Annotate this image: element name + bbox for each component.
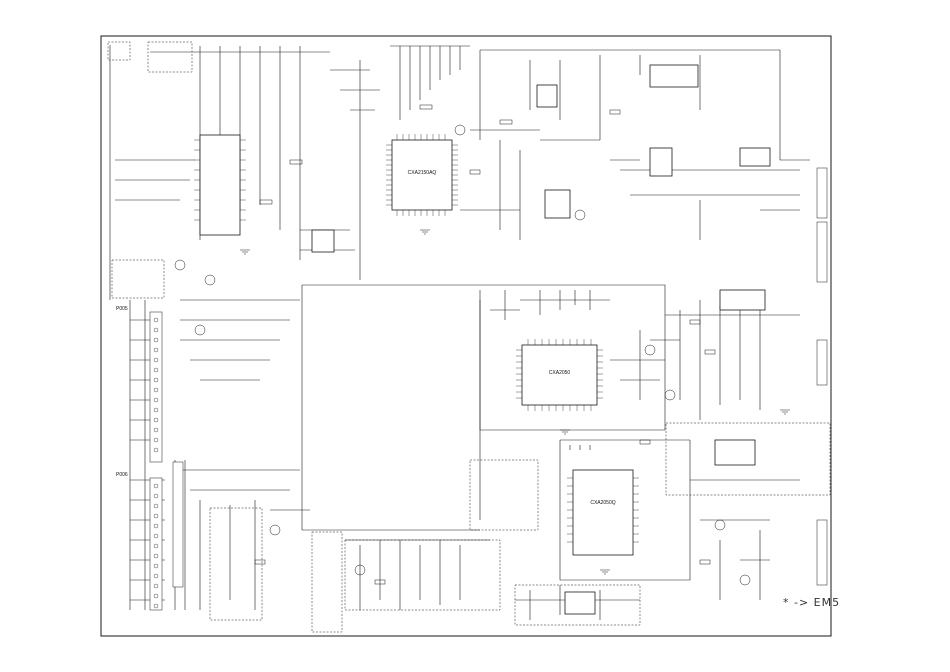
connector-p005-label: P005 (116, 306, 128, 312)
dsp-chip (521, 344, 598, 406)
integrated-circuits (199, 64, 771, 615)
cpu-chip-label: CXA2150AQ (407, 170, 437, 176)
ic-pins (194, 134, 639, 543)
connector-circles (153, 317, 159, 609)
jungle-chip (572, 469, 634, 556)
jungle-chip-label: CXA2050Q (590, 500, 616, 506)
sheet-border (100, 35, 832, 637)
wiring (109, 45, 810, 620)
dashed-blocks (107, 41, 831, 633)
dsp-chip-label: CXA2050 (548, 370, 571, 376)
em5-note: * -> EM5 (783, 596, 841, 609)
connector-pins (149, 167, 828, 611)
cpu-chip (391, 139, 453, 211)
connector-p006-label: P006 (116, 472, 128, 478)
ground-symbols (240, 229, 790, 575)
passive-components (174, 104, 751, 586)
